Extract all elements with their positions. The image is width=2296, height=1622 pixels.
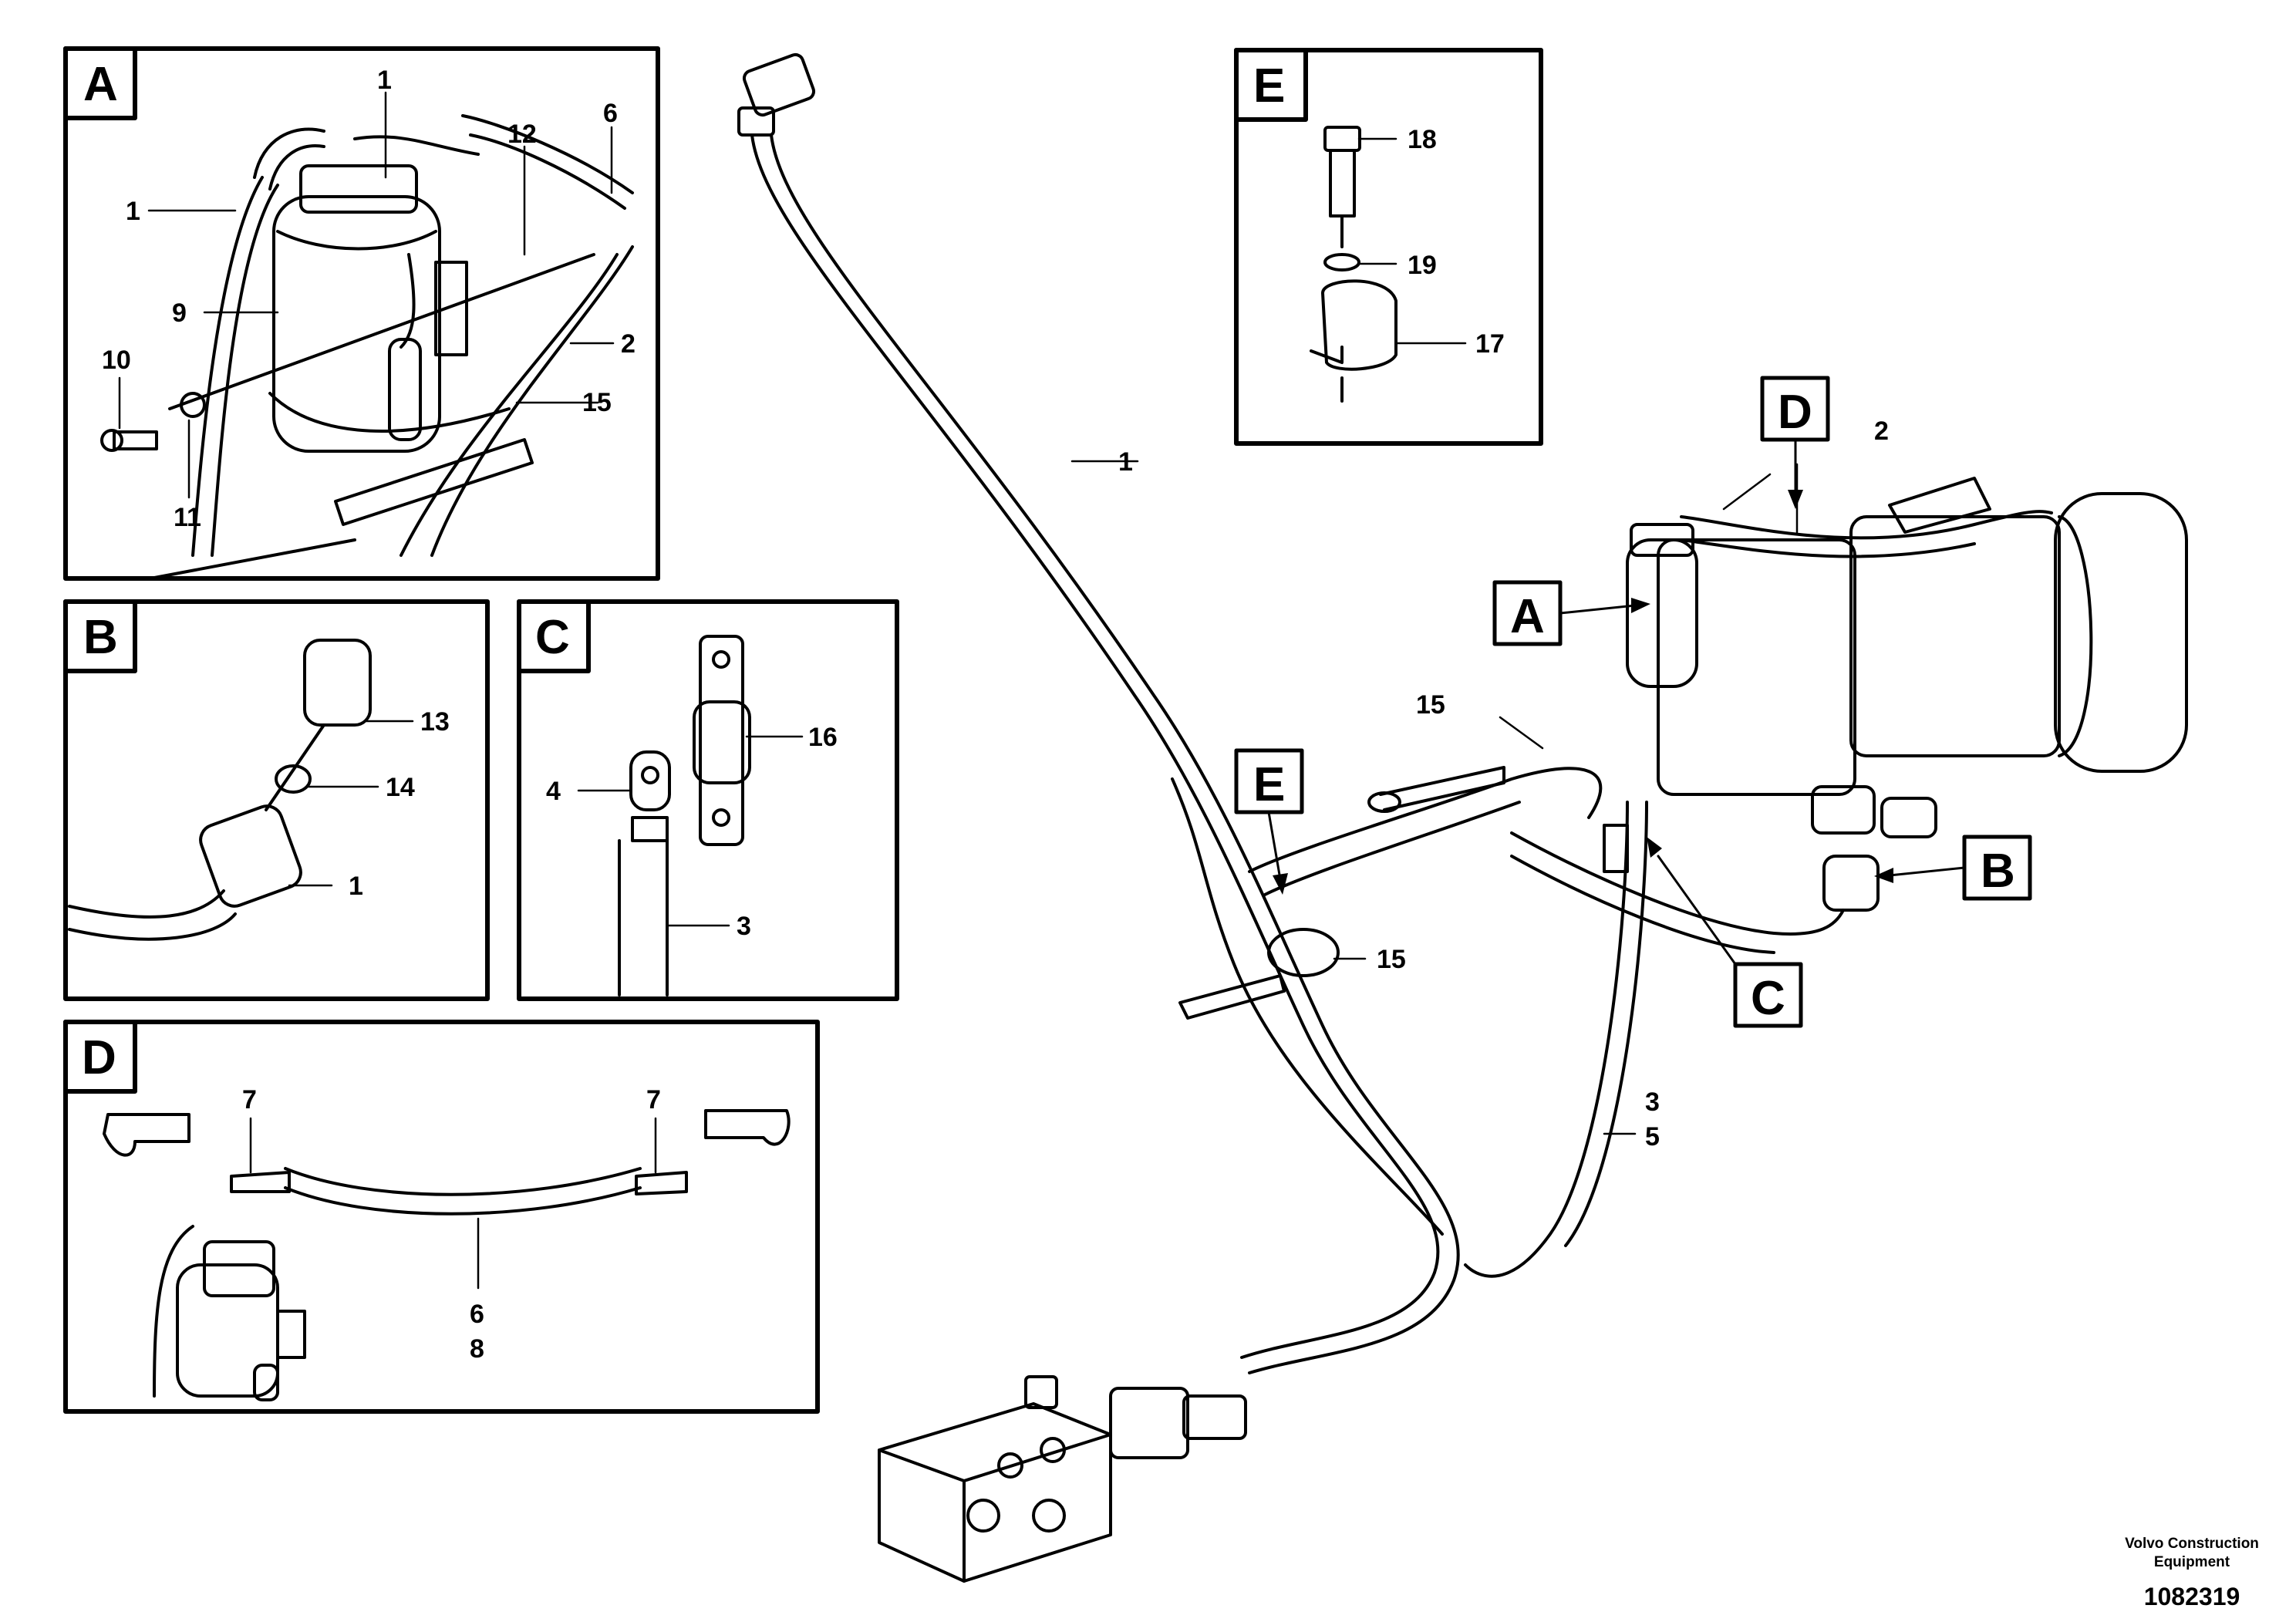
brand-name-line2: Equipment	[2153, 1554, 2230, 1570]
brand-name: Volvo Construction	[2125, 1536, 2259, 1552]
main-callout: 1	[1118, 447, 1133, 477]
panel-d-letter: D	[82, 1031, 116, 1084]
panel-b-callout: 1	[349, 872, 363, 901]
panel-a-callout: 9	[172, 298, 187, 328]
panel-c-callout: 16	[808, 723, 838, 752]
document-number: 1082319	[2143, 1583, 2240, 1610]
panel-a-callout: 2	[621, 329, 636, 359]
detail-panel-a	[63, 46, 660, 581]
panel-d-callout: 6	[470, 1300, 484, 1329]
marker-c-letter: C	[1751, 972, 1785, 1025]
marker-b-letter: B	[1981, 845, 2015, 898]
marker-a-letter: A	[1510, 590, 1545, 643]
panel-a-callout: 6	[603, 99, 618, 128]
panel-a-callout: 11	[174, 503, 201, 532]
panel-a-callout: 1	[126, 197, 140, 226]
main-callout: 15	[1377, 945, 1406, 974]
detail-panel-b	[63, 599, 490, 1001]
panel-a-callout: 15	[582, 388, 612, 417]
main-callout: 5	[1645, 1122, 1660, 1152]
panel-d-callout: 7	[646, 1085, 661, 1114]
panel-c-letter: C	[535, 611, 570, 664]
main-callout: 2	[1874, 416, 1889, 446]
panel-a-callout: 1	[377, 66, 392, 95]
panel-d-callout: 7	[242, 1085, 257, 1114]
panel-c-callout: 4	[546, 777, 561, 806]
panel-e-callout: 19	[1408, 251, 1437, 280]
panel-b-letter: B	[83, 611, 118, 664]
panel-b-callout: 13	[420, 707, 450, 737]
panel-c-callout: 3	[737, 912, 751, 941]
panel-e-callout: 18	[1408, 125, 1437, 154]
detail-panel-d	[63, 1020, 820, 1414]
panel-b-callout: 14	[386, 773, 415, 802]
panel-e-callout: 17	[1475, 329, 1505, 359]
detail-panel-e	[1234, 48, 1543, 446]
main-assembly	[737, 52, 2188, 1583]
main-leaders	[1070, 460, 1799, 1135]
main-callout: 15	[1416, 690, 1445, 720]
panel-e-letter: E	[1253, 59, 1285, 113]
panel-a-letter: A	[83, 58, 118, 111]
main-callout: 3	[1645, 1088, 1660, 1117]
detail-panel-c	[517, 599, 899, 1001]
marker-d-letter: D	[1778, 386, 1812, 439]
panel-a-callout: 12	[507, 120, 537, 149]
detail-markers	[1234, 376, 2032, 1028]
marker-e-letter: E	[1253, 758, 1285, 811]
panel-d-callout: 8	[470, 1334, 484, 1364]
panel-a-callout: 10	[102, 346, 131, 375]
